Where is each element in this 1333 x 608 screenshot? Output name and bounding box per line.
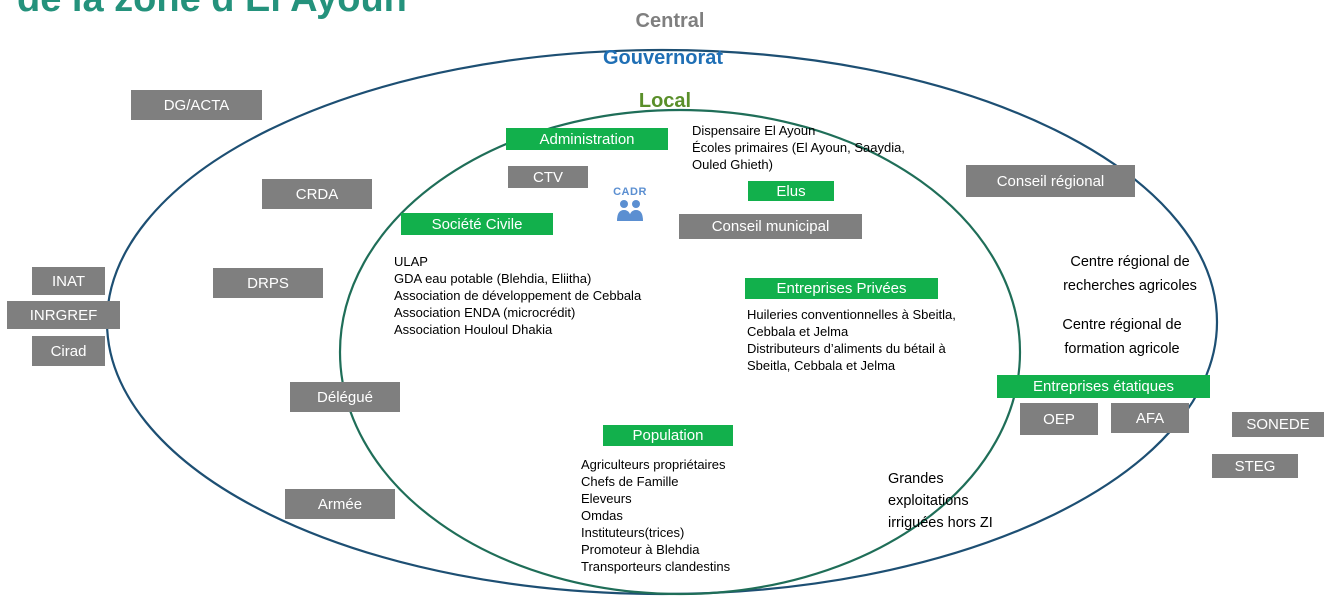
actor-drps: DRPS: [213, 268, 323, 298]
category-administration: Administration: [506, 128, 668, 150]
list-item: Omdas: [581, 508, 623, 523]
actor-steg: STEG: [1212, 454, 1298, 478]
actor-centre-recherches: Centre régional de recherches agricoles: [1063, 254, 1197, 294]
cadr-logo: CADR: [610, 186, 650, 234]
zone-label-central: Central: [635, 10, 705, 32]
actor-oep: OEP: [1020, 403, 1098, 435]
cadr-label: CADR: [613, 186, 647, 198]
zone-label-gouvernorat: Gouvernorat: [602, 47, 724, 69]
list-item: GDA eau potable (Blehdia, Eliitha): [394, 271, 592, 286]
page-title: de la zone d’El Ayoun: [17, 0, 407, 21]
list-item: Distributeurs d’aliments du bétail à: [747, 341, 946, 356]
actor-afa: AFA: [1111, 403, 1189, 433]
actor-dg-acta: DG/ACTA: [131, 90, 262, 120]
entreprises-privees-list: Huileries conventionnelles à Sbeitla, Ce…: [747, 306, 956, 374]
list-item: Dispensaire El Ayoun: [692, 123, 816, 138]
category-entreprises-etatiques: Entreprises étatiques: [997, 375, 1210, 398]
list-item: Ouled Ghieth): [692, 157, 773, 172]
list-item: Chefs de Famille: [581, 474, 679, 489]
list-item: Eleveurs: [581, 491, 632, 506]
actor-cirad: Cirad: [32, 336, 105, 366]
list-item: Association ENDA (microcrédit): [394, 305, 576, 320]
list-item: Huileries conventionnelles à Sbeitla,: [747, 307, 956, 322]
actor-armee: Armée: [285, 489, 395, 519]
actor-crda: CRDA: [262, 179, 372, 209]
list-item: Transporteurs clandestins: [581, 559, 731, 574]
administration-list: Dispensaire El Ayoun Écoles primaires (E…: [692, 122, 905, 173]
actor-sonede: SONEDE: [1232, 412, 1324, 437]
list-item: Association Houloul Dhakia: [394, 322, 553, 337]
actor-delegue: Délégué: [290, 382, 400, 412]
population-list: Agriculteurs propriétaires Chefs de Fami…: [581, 456, 730, 575]
list-item: Promoteur à Blehdia: [581, 542, 700, 557]
list-item: Instituteurs(trices): [581, 525, 685, 540]
actor-centre-formation: Centre régional de formation agricole: [1062, 317, 1182, 357]
actor-conseil-municipal: Conseil municipal: [679, 214, 862, 239]
category-population: Population: [603, 425, 733, 446]
category-elus: Elus: [748, 181, 834, 201]
list-item: Agriculteurs propriétaires: [581, 457, 726, 472]
zone-label-local: Local: [638, 90, 692, 112]
list-item: Écoles primaires (El Ayoun, Saaydia,: [692, 140, 905, 155]
grandes-exploitations: Grandes exploitations irriguées hors ZI: [888, 471, 993, 531]
category-entreprises-privees: Entreprises Privées: [745, 278, 938, 299]
actor-inat: INAT: [32, 267, 105, 295]
category-societe-civile: Société Civile: [401, 213, 553, 235]
actor-conseil-regional: Conseil régional: [966, 165, 1135, 197]
list-item: Cebbala et Jelma: [747, 324, 849, 339]
actor-ctv: CTV: [508, 166, 588, 188]
list-item: ULAP: [394, 254, 428, 269]
actor-inrgref: INRGREF: [7, 301, 120, 329]
list-item: Sbeitla, Cebbala et Jelma: [747, 358, 896, 373]
people-icon: [617, 200, 643, 221]
local-ellipse: [338, 108, 1022, 596]
list-item: Association de développement de Cebbala: [394, 288, 642, 303]
societe-civile-list: ULAP GDA eau potable (Blehdia, Eliitha) …: [394, 253, 641, 338]
